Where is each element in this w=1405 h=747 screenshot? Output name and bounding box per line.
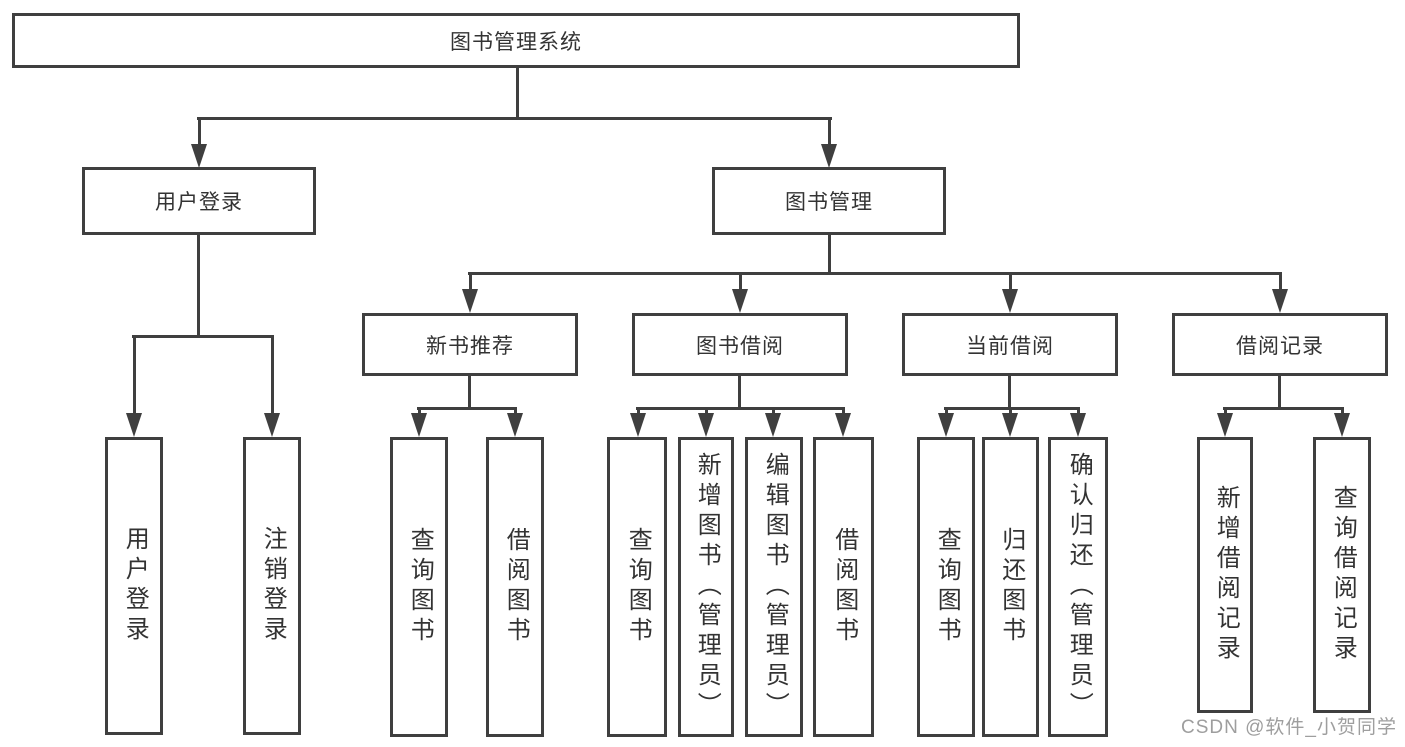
arrow-down-icon: [630, 409, 646, 437]
arrow-down-icon: [462, 274, 478, 313]
leaf-query-books-current: 查询图书: [917, 437, 975, 737]
arrow-down-icon: [821, 118, 837, 168]
leaf-query-books-current-label: 查询图书: [933, 527, 961, 647]
node-new-book-recommendation: 新书推荐: [362, 313, 578, 376]
leaf-query-books-borrowing-label: 查询图书: [624, 527, 652, 647]
leaf-add-book-admin: 新增图书（管理员）: [678, 437, 734, 737]
node-new-book-recommendation-label: 新书推荐: [426, 334, 514, 358]
arrow-down-icon: [938, 409, 954, 437]
connector-root-stem: [516, 66, 519, 119]
arrow-down-icon: [264, 337, 280, 437]
arrow-down-icon: [411, 409, 427, 437]
arrow-down-icon: [1002, 409, 1018, 437]
node-library-system: 图书管理系统: [12, 13, 1020, 68]
connector-current-branch: [944, 407, 1080, 410]
node-user-login: 用户登录: [82, 167, 316, 235]
leaf-user-login: 用户登录: [105, 437, 163, 735]
leaf-borrow-books-borrowing-label: 借阅图书: [830, 527, 858, 647]
node-user-login-label: 用户登录: [155, 191, 243, 214]
connector-current-stem: [1008, 374, 1011, 410]
leaf-edit-book-admin: 编辑图书（管理员）: [745, 437, 803, 737]
node-book-borrowing: 图书借阅: [632, 313, 848, 376]
node-book-borrowing-label: 图书借阅: [696, 334, 784, 358]
leaf-add-borrow-record-label: 新增借阅记录: [1212, 485, 1240, 665]
node-borrowing-records: 借阅记录: [1172, 313, 1388, 376]
connector-records-stem: [1278, 374, 1281, 410]
leaf-query-borrow-record-label: 查询借阅记录: [1329, 485, 1357, 665]
connector-borrowing-branch: [636, 407, 845, 410]
leaf-user-login-label: 用户登录: [121, 526, 149, 646]
leaf-add-book-admin-label: 新增图书（管理员）: [693, 452, 721, 722]
arrow-down-icon: [835, 409, 851, 437]
leaf-query-books-borrowing: 查询图书: [607, 437, 667, 737]
leaf-borrow-books-newrec-label: 借阅图书: [502, 527, 530, 647]
node-current-borrowing-label: 当前借阅: [966, 334, 1054, 358]
arrow-down-icon: [1334, 409, 1350, 437]
connector-records-branch: [1223, 407, 1344, 410]
leaf-edit-book-admin-label: 编辑图书（管理员）: [761, 452, 789, 722]
connector-root-branch: [197, 117, 832, 120]
leaf-confirm-return-admin-label: 确认归还（管理员）: [1065, 452, 1093, 722]
arrow-down-icon: [507, 409, 523, 437]
connector-management-stem: [828, 233, 831, 275]
node-library-system-label: 图书管理系统: [450, 30, 582, 54]
leaf-query-books-newrec: 查询图书: [390, 437, 448, 737]
connector-borrowing-stem: [738, 374, 741, 410]
arrow-down-icon: [1070, 409, 1086, 437]
leaf-confirm-return-admin: 确认归还（管理员）: [1048, 437, 1108, 737]
leaf-query-borrow-record: 查询借阅记录: [1313, 437, 1371, 713]
connector-newbooks-stem: [468, 374, 471, 410]
arrow-down-icon: [698, 409, 714, 437]
leaf-logout-login: 注销登录: [243, 437, 301, 735]
connector-management-branch: [468, 272, 1282, 275]
leaf-query-books-newrec-label: 查询图书: [406, 527, 434, 647]
connector-newbooks-branch: [417, 407, 517, 410]
node-borrowing-records-label: 借阅记录: [1236, 334, 1324, 358]
arrow-down-icon: [126, 337, 142, 437]
arrow-down-icon: [1217, 409, 1233, 437]
node-book-management-label: 图书管理: [785, 191, 873, 214]
leaf-logout-login-label: 注销登录: [259, 526, 287, 646]
connector-login-stem: [197, 233, 200, 338]
arrow-down-icon: [1002, 274, 1018, 313]
node-book-management: 图书管理: [712, 167, 946, 235]
arrow-down-icon: [191, 118, 207, 168]
node-current-borrowing: 当前借阅: [902, 313, 1118, 376]
leaf-return-books: 归还图书: [982, 437, 1039, 737]
arrow-down-icon: [765, 409, 781, 437]
csdn-watermark: CSDN @软件_小贺同学: [1181, 717, 1397, 738]
leaf-borrow-books-newrec: 借阅图书: [486, 437, 544, 737]
leaf-add-borrow-record: 新增借阅记录: [1197, 437, 1253, 713]
connector-login-branch: [132, 335, 274, 338]
arrow-down-icon: [1272, 274, 1288, 313]
leaf-borrow-books-borrowing: 借阅图书: [813, 437, 874, 737]
leaf-return-books-label: 归还图书: [997, 527, 1025, 647]
arrow-down-icon: [732, 274, 748, 313]
